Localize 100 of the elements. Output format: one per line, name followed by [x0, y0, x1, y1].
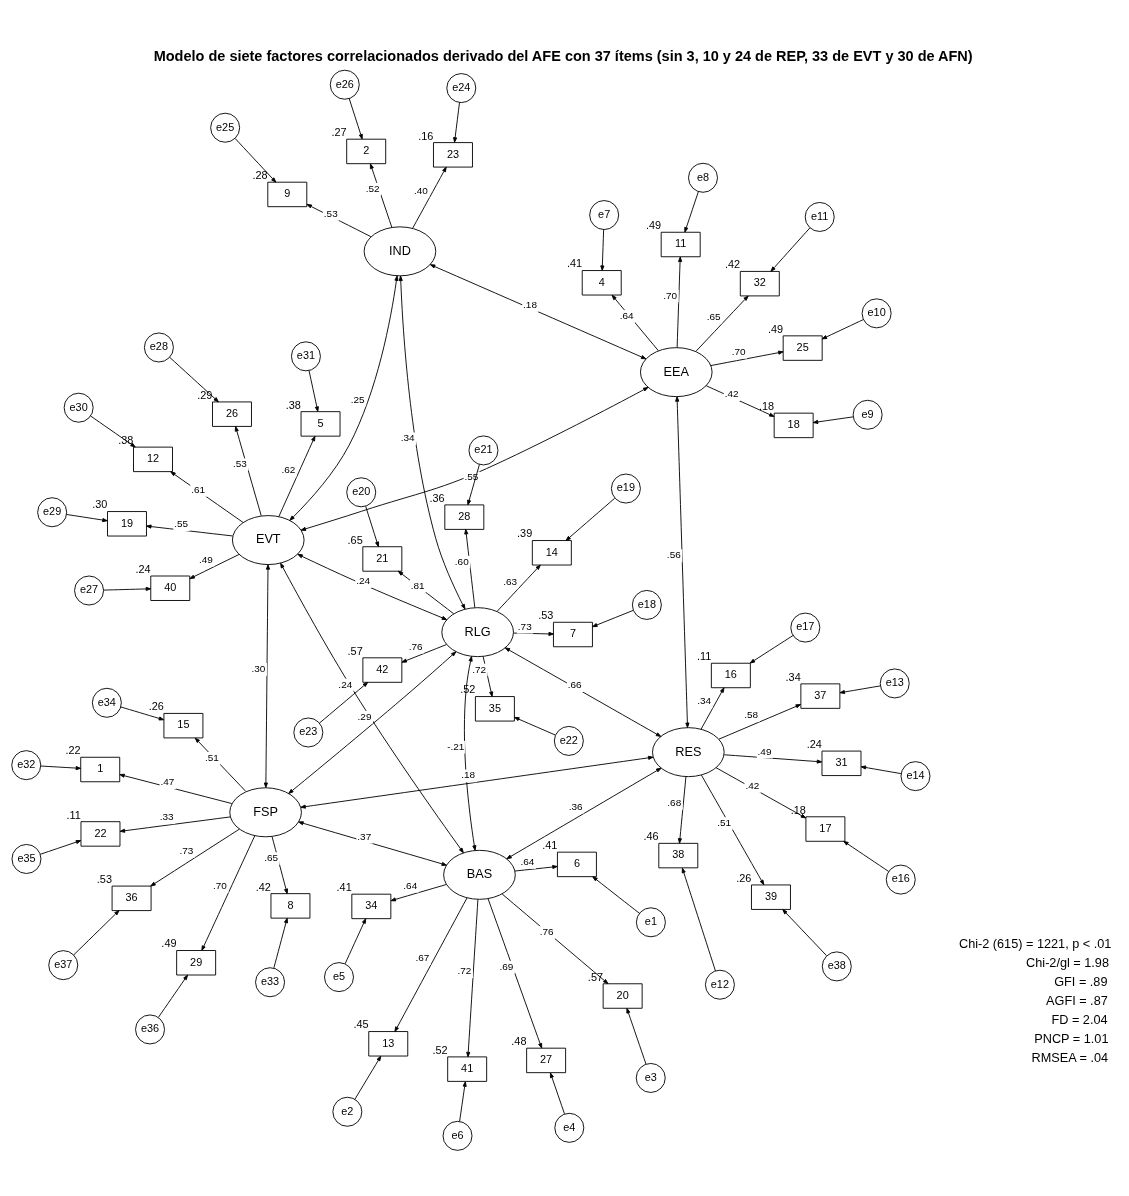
node-circle: e36 — [135, 1014, 165, 1044]
node-circle: e11 — [804, 201, 835, 232]
arrow — [487, 897, 543, 1048]
arrow — [675, 395, 690, 728]
edge-label: .61 — [191, 483, 206, 495]
node-label: .11 — [66, 808, 81, 821]
arrow — [466, 898, 479, 1057]
edge-label: .42 — [745, 779, 760, 791]
edge-label: .64 — [619, 309, 634, 321]
arrow — [263, 563, 271, 788]
arrow — [73, 909, 120, 955]
node-label: .36 — [429, 491, 445, 504]
node-box: 9 — [267, 181, 308, 207]
edge-label: .25 — [350, 393, 365, 404]
node-label: .46 — [643, 829, 659, 842]
node-box: 16 — [710, 662, 751, 688]
node-box: 6 — [557, 851, 597, 877]
node-label: .49 — [645, 218, 662, 231]
node-circle: e28 — [143, 332, 174, 362]
node-label: .26 — [148, 699, 164, 712]
node-circle: e37 — [48, 949, 79, 980]
arrow — [611, 294, 659, 351]
node-label: .24 — [135, 562, 151, 575]
node-box: 25 — [782, 334, 823, 361]
node-box: 20 — [602, 982, 643, 1009]
node-box: 27 — [526, 1047, 567, 1073]
label: FD = 2.04 — [1051, 1012, 1108, 1027]
arrow — [710, 350, 784, 366]
arrow — [300, 755, 654, 809]
node-box: 18 — [773, 412, 814, 438]
node-circle: e12 — [704, 969, 735, 1000]
label: RMSEA = .04 — [1031, 1050, 1109, 1065]
arrow — [289, 274, 399, 521]
arrow — [600, 228, 605, 271]
arrow — [821, 318, 864, 339]
node-box: 42 — [362, 656, 403, 683]
node-circle: e17 — [790, 612, 821, 643]
arrow — [592, 609, 634, 627]
node-circle: e25 — [210, 112, 241, 143]
node-box: 41 — [447, 1055, 488, 1082]
edge-label: .70 — [663, 289, 678, 301]
node-box: 14 — [531, 539, 572, 565]
arrow — [390, 883, 447, 901]
node-label: .18 — [790, 803, 806, 816]
edge-label: .65 — [264, 851, 279, 863]
arrow — [592, 875, 640, 914]
edge-label: .24 — [338, 678, 353, 690]
arrow — [39, 839, 82, 855]
arrow — [812, 415, 854, 424]
edge-label: .58 — [744, 708, 759, 720]
edge-label: .64 — [403, 879, 418, 891]
arrow — [66, 513, 108, 522]
node-label: .52 — [432, 1043, 448, 1056]
node-circle: e10 — [861, 297, 892, 328]
node-box: 31 — [821, 750, 862, 776]
node-label: .34 — [785, 670, 801, 683]
arrow — [365, 505, 380, 547]
node-circle: e16 — [885, 864, 916, 895]
label: PNCP = 1.01 — [1034, 1031, 1109, 1046]
arrow — [723, 753, 823, 764]
arrow — [718, 703, 801, 740]
arrow — [700, 774, 765, 885]
edge-label: .56 — [666, 548, 681, 560]
node-circle: e2 — [332, 1096, 363, 1127]
node-box: 40 — [150, 575, 191, 601]
edge-label: .37 — [357, 830, 372, 842]
node-label: .53 — [96, 872, 112, 885]
node-circle: e27 — [74, 575, 105, 605]
edge-label: .73 — [179, 844, 194, 856]
edge-label: .60 — [454, 555, 469, 567]
node-label: .42 — [255, 880, 271, 893]
node-circle: e24 — [446, 72, 477, 103]
arrow — [120, 706, 165, 720]
node-box: 15 — [163, 712, 204, 738]
node-circle: e31 — [290, 340, 321, 371]
node-circle: e1 — [635, 906, 666, 937]
edge-label: .49 — [757, 745, 772, 757]
node-box: 38 — [658, 842, 699, 868]
arrow — [273, 917, 288, 968]
arrow — [843, 840, 890, 872]
arrow — [501, 893, 609, 984]
node-circle: e14 — [900, 760, 931, 791]
edge-label: .69 — [499, 960, 514, 972]
node-circle: e34 — [91, 687, 122, 718]
edge-label: .52 — [365, 182, 380, 194]
arrow — [401, 643, 447, 663]
node-label: .41 — [336, 880, 352, 893]
arrow — [297, 553, 448, 620]
node-circle: e33 — [255, 966, 286, 997]
node-box: 19 — [107, 510, 147, 536]
arrow — [170, 470, 244, 523]
arrow — [194, 737, 247, 792]
label: Chi-2/gl = 1.98 — [1026, 955, 1109, 970]
arrow — [234, 137, 277, 183]
arrow — [394, 897, 468, 1032]
node-label: .41 — [542, 838, 558, 851]
node-label: .53 — [538, 608, 554, 621]
label: Chi-2 (615) = 1221, p < .01 — [959, 936, 1112, 951]
arrow — [369, 162, 393, 228]
node-box: 13 — [368, 1030, 409, 1056]
